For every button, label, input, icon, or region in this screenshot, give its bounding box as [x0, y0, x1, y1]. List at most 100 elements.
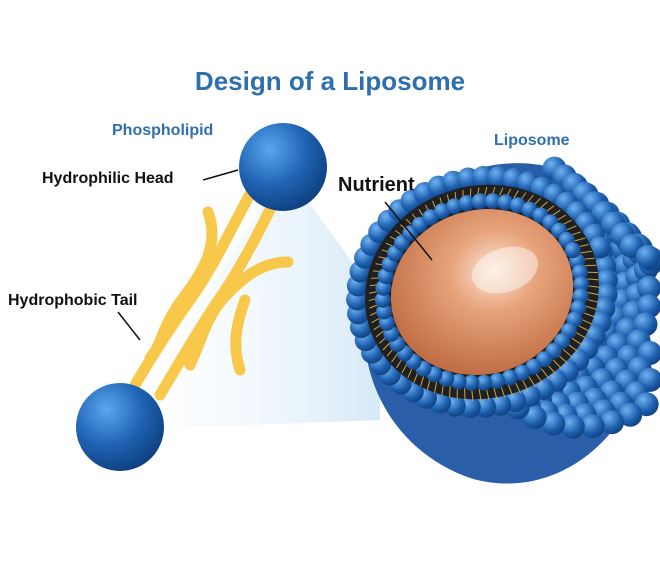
tail-strand — [446, 194, 450, 202]
tail-strand — [541, 368, 550, 380]
inner-bead — [458, 195, 475, 212]
rim-bead — [474, 395, 496, 418]
tail-strand — [571, 337, 583, 346]
tail-strand — [454, 191, 457, 200]
tail-strand — [534, 372, 543, 384]
tail-strand — [375, 330, 384, 338]
tail-strand — [369, 291, 378, 294]
tail-strand — [556, 214, 567, 221]
tail-strand — [434, 381, 438, 393]
inner-bead — [564, 242, 581, 259]
inner-bead — [376, 303, 393, 320]
inner-bead — [572, 288, 589, 305]
tail-strand — [514, 381, 522, 394]
inner-bead — [484, 193, 501, 210]
tail-strand — [574, 237, 586, 242]
liposome — [346, 156, 660, 484]
tail-strand — [407, 367, 413, 379]
tail-strand — [499, 187, 504, 196]
tail-strand — [493, 387, 498, 400]
inner-bead — [375, 279, 392, 296]
tail-strand — [405, 218, 412, 225]
liposome-bead — [637, 275, 660, 300]
liposome-bead — [541, 411, 566, 436]
liposome-bead — [635, 244, 660, 269]
tail-strand — [369, 304, 378, 309]
inner-bead — [514, 364, 530, 381]
rim-bead — [472, 165, 495, 188]
tail-strand — [552, 359, 563, 370]
inner-bead — [501, 369, 518, 386]
hydrophilic-head-bottom — [76, 383, 164, 471]
hydrophobic-tails — [129, 179, 294, 401]
nutrient-pointer — [384, 201, 433, 261]
inner-bead — [446, 198, 463, 215]
tail-strand — [469, 188, 472, 197]
diagram-title: Design of a Liposome — [194, 66, 466, 96]
tail-strand — [578, 325, 590, 332]
tail-strand — [401, 363, 408, 374]
tail-strand — [587, 285, 600, 288]
tail-strand — [521, 379, 529, 391]
tail-strand — [546, 364, 557, 375]
tail-strand — [394, 230, 402, 236]
inner-bead — [471, 193, 488, 210]
liposome-bead — [580, 414, 605, 439]
liposome-bead — [600, 410, 624, 435]
inner-bead — [489, 372, 506, 389]
tail-strand — [420, 375, 425, 387]
tail-strand — [449, 385, 451, 398]
tail-strand — [371, 317, 380, 324]
tail-strand — [471, 388, 474, 401]
hydrophilic-head-top — [239, 123, 327, 211]
tail-fringe — [368, 186, 600, 402]
rim-bead — [588, 236, 611, 259]
tail-strand — [513, 190, 519, 199]
tail-strand — [378, 256, 386, 259]
hydrophobic-tail-label: Hydrophobic Tail — [8, 292, 138, 309]
tail-strand — [385, 242, 393, 247]
liposome-bead — [618, 402, 643, 427]
hydrophilic-head-pointer — [202, 169, 239, 181]
tail-strand — [580, 318, 593, 325]
tail-strand — [586, 298, 599, 303]
tail-strand — [507, 384, 514, 397]
tail-strand — [464, 388, 466, 401]
tail-strand — [583, 312, 596, 318]
inner-bead — [573, 276, 590, 293]
tail-strand — [391, 353, 398, 363]
tail-strand — [528, 375, 536, 388]
inner-bead — [497, 194, 514, 211]
tail-strand — [527, 194, 534, 203]
tail-strand — [539, 201, 548, 209]
inner-bead — [450, 373, 467, 390]
hydrophobic-tail-pointer — [117, 311, 141, 341]
tail-strand — [580, 250, 592, 254]
inner-bead — [476, 374, 493, 391]
tail-strand — [545, 205, 555, 213]
tail-strand — [567, 343, 578, 352]
tail-strand — [484, 186, 488, 196]
tail-strand — [562, 349, 574, 358]
core-highlight — [471, 246, 539, 294]
tail-strand — [432, 200, 436, 208]
tail-strand — [586, 291, 599, 296]
hydrophilic-head-label: Hydrophilic Head — [42, 170, 174, 187]
liposome-label: Liposome — [494, 132, 570, 149]
nutrient-core — [390, 208, 574, 376]
tail-strand — [584, 305, 597, 311]
tail-strand — [478, 388, 482, 402]
tail-strand — [382, 342, 390, 351]
inner-bead — [463, 374, 480, 391]
inner-bead — [374, 291, 391, 308]
inner-bead-ring — [374, 193, 590, 391]
liposome-bead — [560, 414, 585, 439]
tail-strand — [396, 358, 403, 369]
tail-strand — [500, 386, 506, 399]
tail-strand — [413, 372, 419, 383]
phospholipid-label: Phospholipid — [112, 122, 214, 139]
tail-strand — [574, 331, 587, 339]
tail-strand — [586, 278, 599, 281]
tail-strand — [566, 225, 577, 231]
